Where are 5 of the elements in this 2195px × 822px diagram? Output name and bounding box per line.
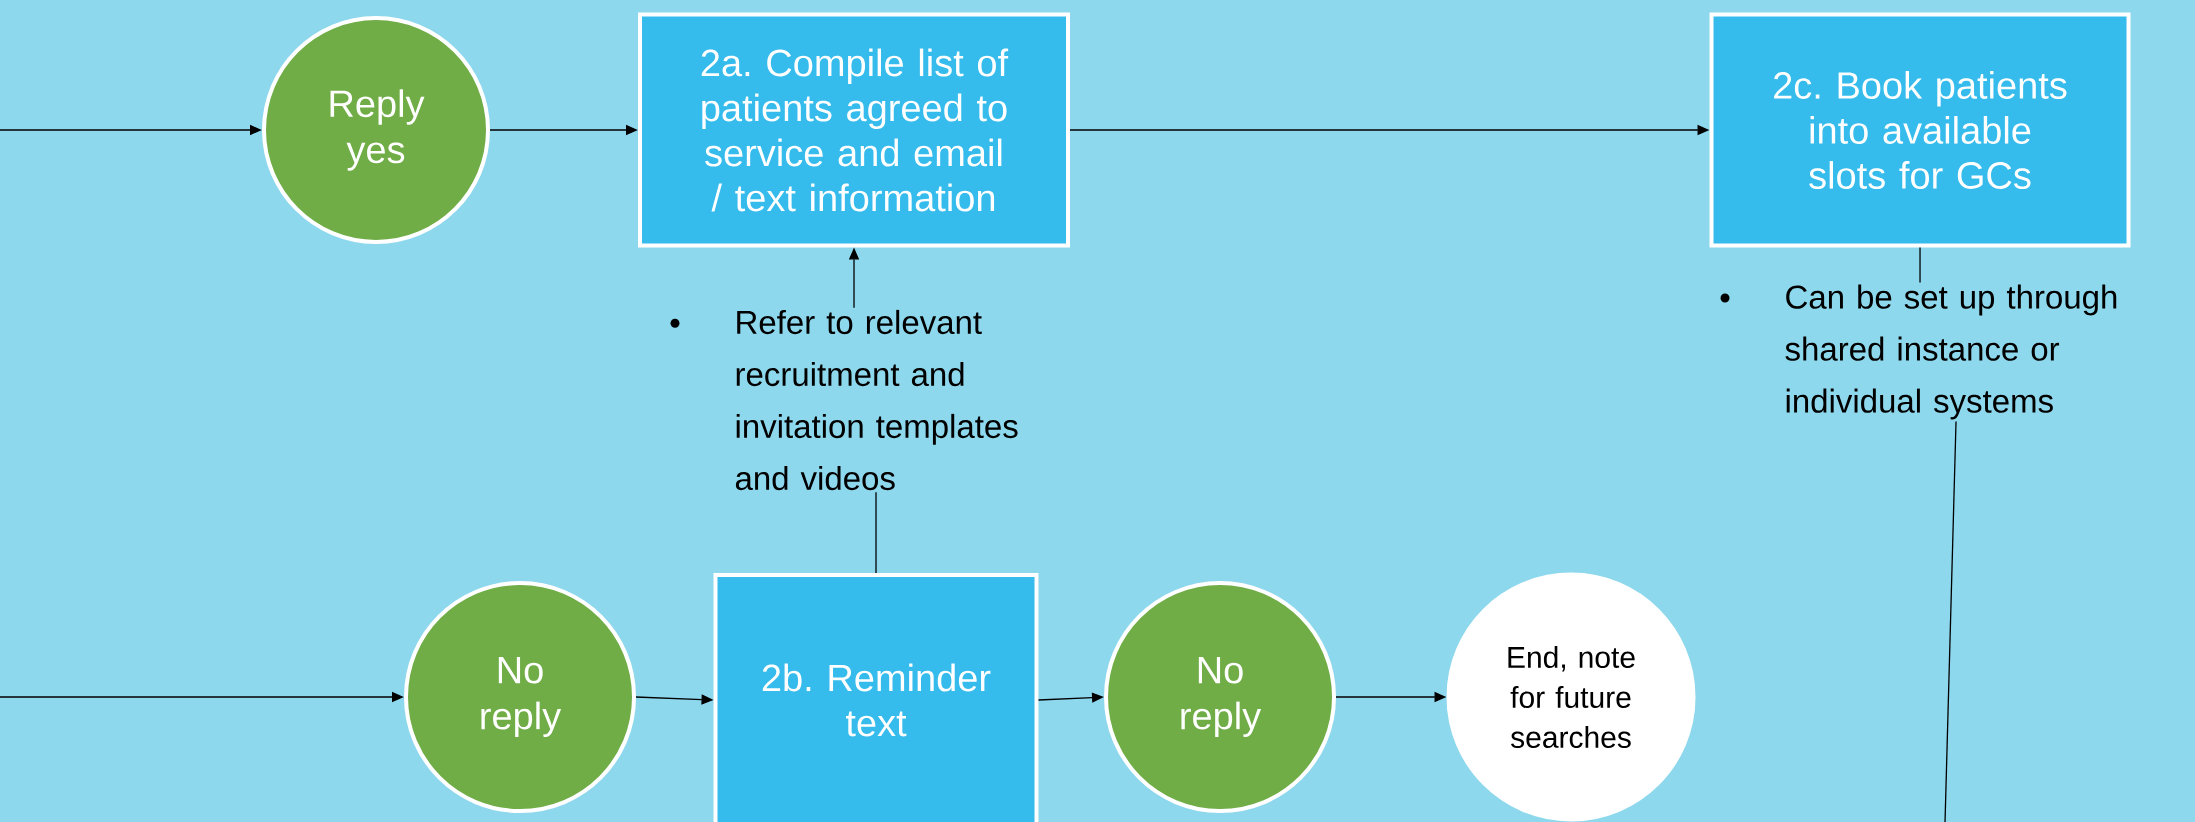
process-box: 2b. Reminder text	[713, 573, 1039, 822]
process-box: 2a. Compile list of patients agreed to service and email / text information	[638, 12, 1070, 248]
bullet-note: Refer to relevant recruitment and invitation templates and videos	[670, 309, 1018, 491]
bullet-note: Can be set up through shared instance or individual systems	[1720, 284, 2117, 420]
process-box: 2c. Book patients into available slots for GCs	[1709, 12, 2131, 248]
